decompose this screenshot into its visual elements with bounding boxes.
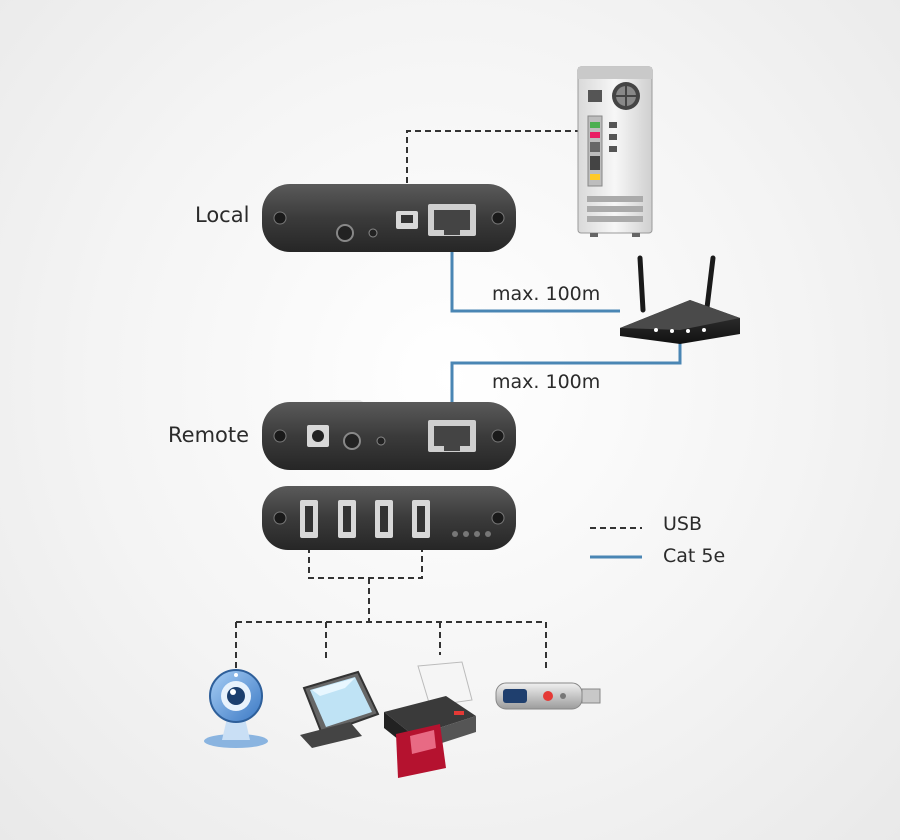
led-icon <box>376 436 386 446</box>
led-icon <box>452 531 458 537</box>
usb-a-port-icon <box>300 500 318 538</box>
screw-icon <box>491 211 505 225</box>
screw-icon <box>491 429 505 443</box>
local-unit-label: Local <box>195 203 250 227</box>
distance-label-local: max. 100m <box>492 283 601 305</box>
screw-icon <box>491 511 505 525</box>
screw-icon <box>273 211 287 225</box>
monitor-icon <box>300 670 380 748</box>
screw-icon <box>273 511 287 525</box>
router-icon <box>620 255 740 344</box>
led-icon <box>368 228 378 238</box>
usb-a-port-icon <box>375 500 393 538</box>
usb-line-pc <box>406 130 584 183</box>
usb-a-port-icon <box>412 500 430 538</box>
legend-cat5e-label: Cat 5e <box>663 545 726 567</box>
led-icon <box>485 531 491 537</box>
screw-icon <box>273 429 287 443</box>
led-icon <box>474 531 480 537</box>
usb-flash-drive-icon <box>495 682 601 710</box>
distance-label-remote: max. 100m <box>492 371 601 393</box>
cat5e-line-remote <box>450 337 682 418</box>
remote-unit <box>262 402 516 470</box>
webcam-icon <box>204 669 268 748</box>
remote-unit-label: Remote <box>168 423 250 447</box>
usb-lines <box>235 130 642 668</box>
power-jack-icon <box>336 224 354 242</box>
cat5e-lines <box>450 237 682 559</box>
led-icon <box>463 531 469 537</box>
usb-line-hub <box>308 547 423 579</box>
printer-icon <box>384 661 476 778</box>
desktop-pc-icon <box>577 66 653 237</box>
local-unit <box>262 184 516 252</box>
remote-usb-hub <box>262 486 516 550</box>
usb-a-port-icon <box>338 500 356 538</box>
legend-usb-label: USB <box>663 513 703 535</box>
cat5e-line-local <box>450 237 620 313</box>
button-icon <box>343 432 361 450</box>
